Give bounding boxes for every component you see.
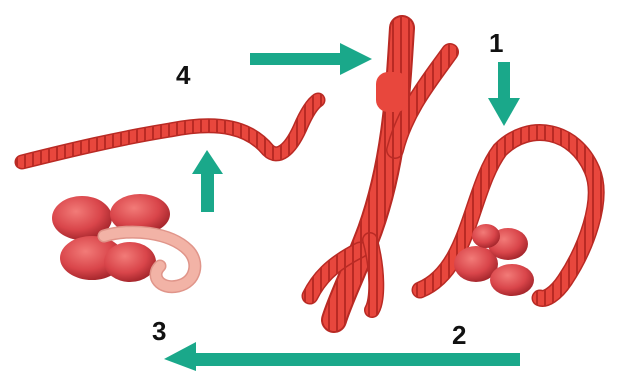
arrow-1-to-2	[488, 62, 520, 126]
worm-with-cocoons	[420, 133, 596, 299]
clitellum	[376, 72, 408, 112]
stage-label-4: 4	[176, 62, 190, 88]
stage-label-3: 3	[152, 318, 166, 344]
stage-label-1: 1	[489, 30, 503, 56]
cocoons-with-hatchling	[52, 194, 195, 287]
arrow-3-to-4	[192, 150, 223, 212]
arrow-4-to-1	[250, 43, 372, 75]
arrow-2-to-3	[164, 342, 520, 371]
adult-worm	[22, 100, 318, 162]
stage-label-2: 2	[452, 322, 466, 348]
